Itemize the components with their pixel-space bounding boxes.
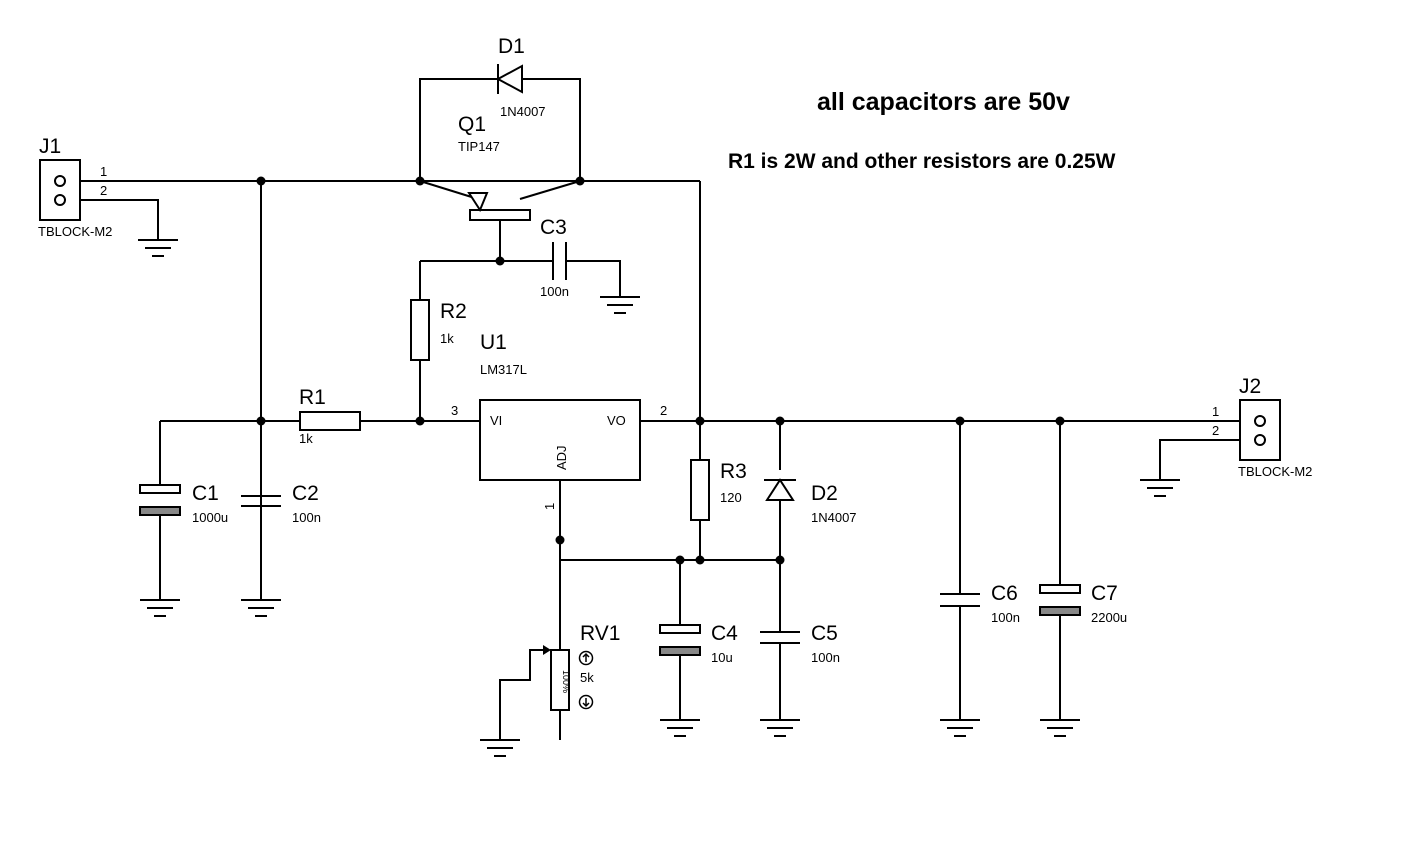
j1-ref: J1 [39, 135, 61, 158]
c2-value: 100n [292, 510, 321, 525]
u1-pin-adj: ADJ [554, 445, 569, 470]
j2-value: TBLOCK-M2 [1238, 464, 1312, 479]
c3-ref: C3 [540, 216, 567, 239]
u1-ref: U1 [480, 331, 507, 354]
c2-capacitor: C2 100n [241, 482, 321, 525]
c7-value: 2200u [1091, 610, 1127, 625]
d2-ref: D2 [811, 482, 838, 505]
c5-capacitor: C5 100n [760, 622, 840, 665]
c1-capacitor: C1 1000u [139, 482, 228, 525]
rv1-value[interactable]: 5k [580, 670, 594, 685]
j2-pin2: 2 [1212, 423, 1219, 438]
c6-value: 100n [991, 610, 1020, 625]
r1-ref: R1 [299, 386, 326, 409]
u1-pin-vo: VO [607, 413, 626, 428]
d2-value: 1N4007 [811, 510, 857, 525]
junctions [256, 176, 1065, 565]
r2-resistor: R2 1k [410, 299, 467, 361]
c1-value: 1000u [192, 510, 228, 525]
c6-ref: C6 [991, 582, 1018, 605]
c1-ref: C1 [192, 482, 219, 505]
rv1-increase-icon[interactable] [578, 650, 594, 666]
r2-ref: R2 [440, 300, 467, 323]
note-capacitors: all capacitors are 50v [817, 88, 1070, 116]
c6-capacitor: C6 100n [940, 582, 1020, 625]
c7-capacitor: C7 2200u [1039, 582, 1127, 625]
rv1-potentiometer: 100% RV1 5k [543, 622, 620, 711]
r2-value: 1k [440, 331, 454, 346]
c4-capacitor: C4 10u [659, 622, 738, 665]
r1-resistor: R1 1k [299, 386, 361, 446]
d2-diode: D2 1N4007 [764, 478, 857, 525]
q1-value: TIP147 [458, 139, 500, 154]
rv1-ref: RV1 [580, 622, 620, 645]
rv1-percent: 100% [561, 670, 571, 693]
rv1-decrease-icon[interactable] [578, 694, 594, 710]
d1-ref: D1 [498, 35, 525, 58]
u1-pin-vi: VI [490, 413, 502, 428]
j1-connector: J1 TBLOCK-M2 1 2 [38, 135, 112, 239]
c7-ref: C7 [1091, 582, 1118, 605]
c4-ref: C4 [711, 622, 738, 645]
u1-regulator: VI VO ADJ U1 LM317L 3 2 1 [451, 331, 667, 510]
c3-value: 100n [540, 284, 569, 299]
j2-connector: J2 TBLOCK-M2 1 2 [1212, 375, 1312, 479]
j1-value: TBLOCK-M2 [38, 224, 112, 239]
r1-value: 1k [299, 431, 313, 446]
c5-value: 100n [811, 650, 840, 665]
c4-value: 10u [711, 650, 733, 665]
c3-capacitor: C3 100n [540, 216, 569, 299]
j1-pin1: 1 [100, 164, 107, 179]
q1-ref: Q1 [458, 113, 486, 136]
note-resistors: R1 is 2W and other resistors are 0.25W [728, 150, 1116, 173]
j2-ref: J2 [1239, 375, 1261, 398]
j2-pin1: 1 [1212, 404, 1219, 419]
u1-pin1-num: 1 [542, 503, 557, 510]
c5-ref: C5 [811, 622, 838, 645]
u1-value: LM317L [480, 362, 527, 377]
r3-value: 120 [720, 490, 742, 505]
j1-pin2: 2 [100, 183, 107, 198]
d1-value: 1N4007 [500, 104, 546, 119]
u1-pin3-num: 3 [451, 403, 458, 418]
d1-diode: D1 1N4007 [495, 35, 546, 119]
wires [60, 78, 1240, 740]
u1-pin2-num: 2 [660, 403, 667, 418]
c2-ref: C2 [292, 482, 319, 505]
q1-transistor: Q1 TIP147 [458, 113, 531, 221]
r3-resistor: R3 120 [690, 459, 747, 521]
r3-ref: R3 [720, 460, 747, 483]
